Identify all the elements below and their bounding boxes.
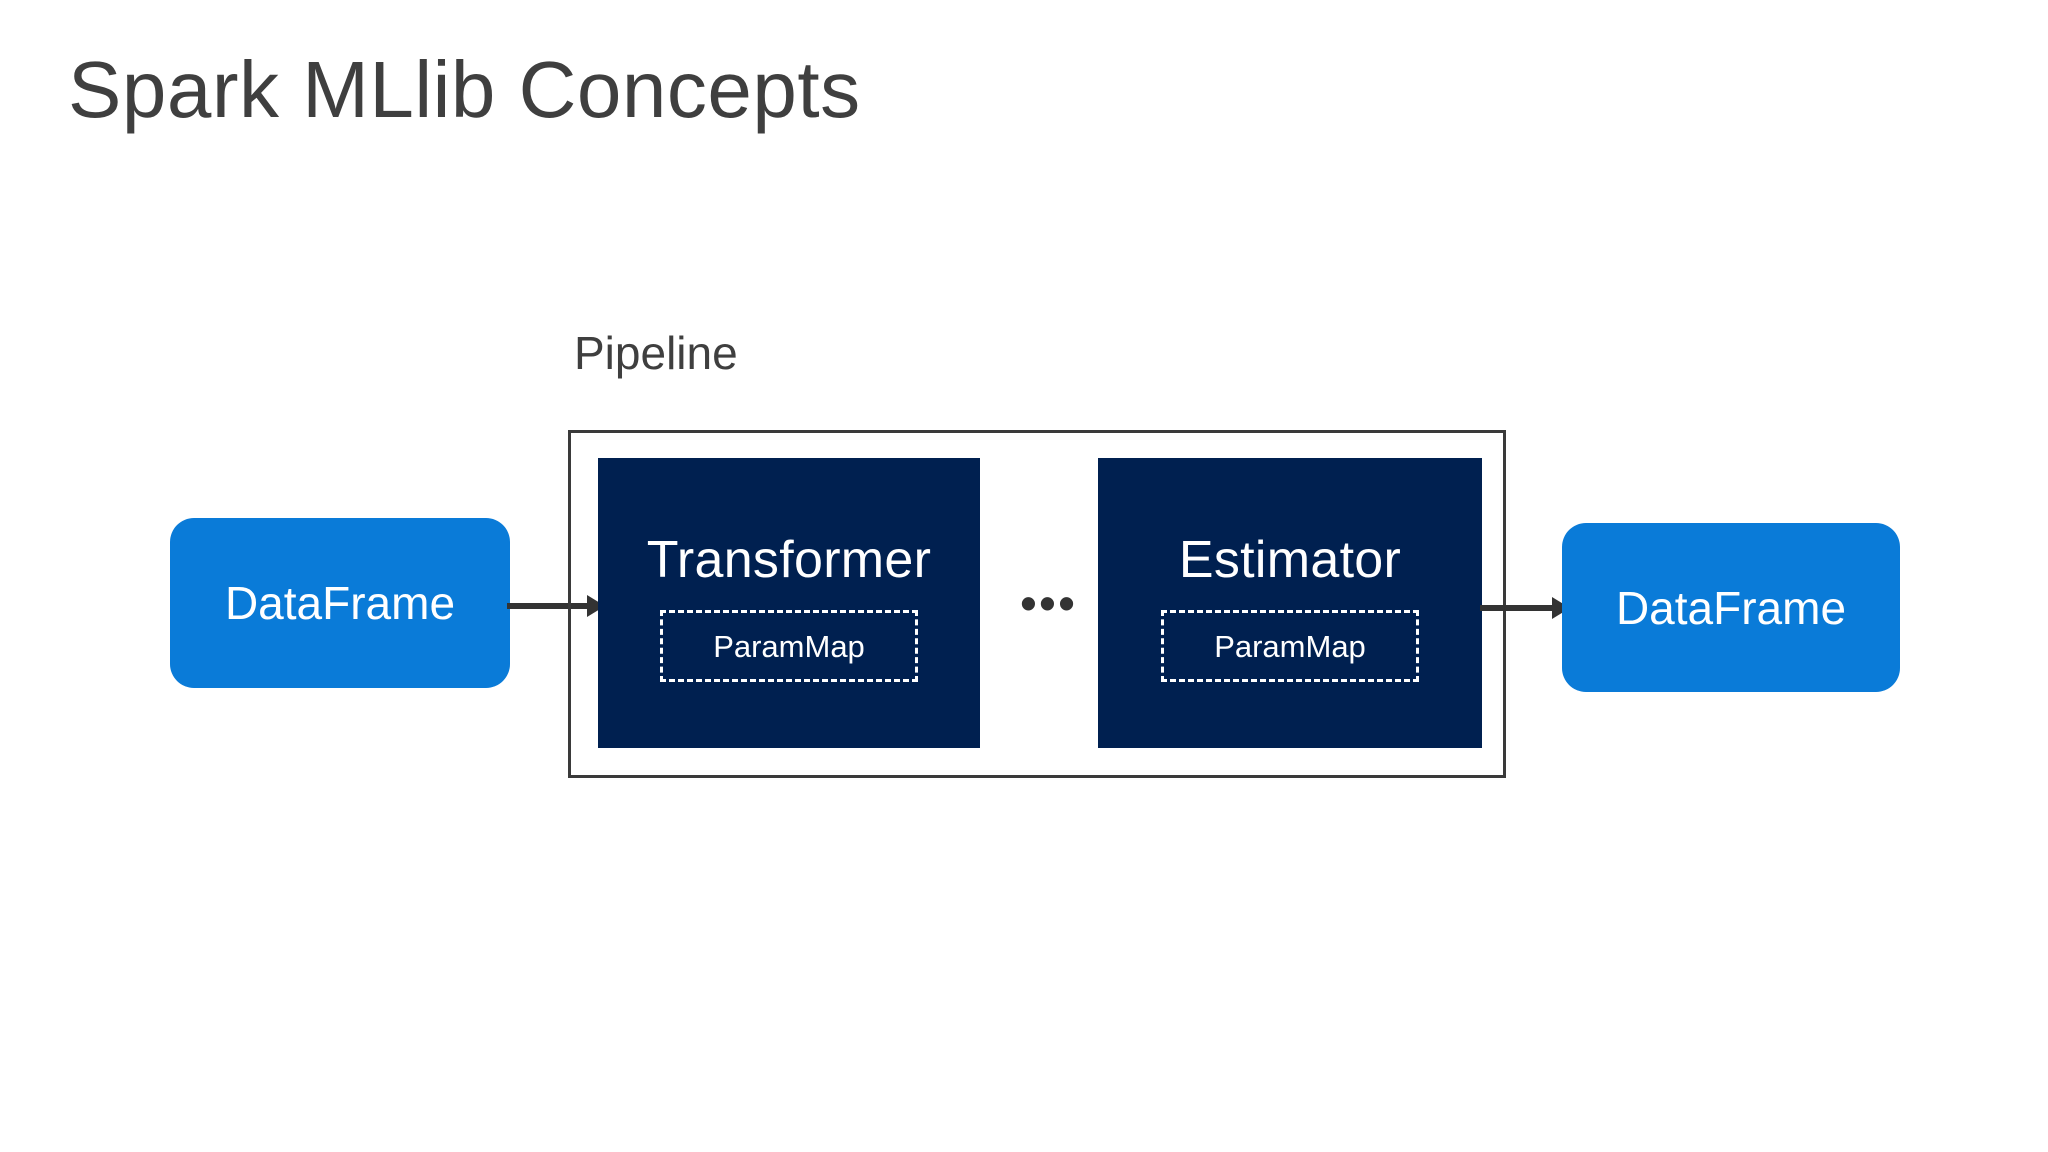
parammap-transformer-label: ParamMap	[713, 628, 865, 664]
stage-estimator-title: Estimator	[1178, 531, 1402, 589]
stage-ellipsis: •••	[1020, 577, 1078, 629]
pipeline-container	[568, 430, 1506, 778]
parammap-box-estimator: ParamMap	[1161, 610, 1419, 682]
pipeline-label: Pipeline	[574, 327, 738, 379]
pipeline-stage-transformer[interactable]: Transformer ParamMap	[598, 458, 980, 748]
dataframe-input-label: DataFrame	[224, 577, 456, 629]
parammap-box-transformer: ParamMap	[660, 610, 918, 682]
stage-transformer-title: Transformer	[646, 531, 932, 589]
dataframe-output-node[interactable]: DataFrame	[1562, 523, 1900, 692]
dataframe-input-node[interactable]: DataFrame	[170, 518, 510, 688]
parammap-estimator-label: ParamMap	[1214, 628, 1366, 664]
page-title: Spark MLlib Concepts	[68, 45, 861, 134]
arrow-right-icon-output	[1480, 597, 1570, 619]
arrow-right-icon-input	[507, 595, 605, 617]
pipeline-stage-estimator[interactable]: Estimator ParamMap	[1098, 458, 1482, 748]
dataframe-output-label: DataFrame	[1615, 581, 1847, 634]
